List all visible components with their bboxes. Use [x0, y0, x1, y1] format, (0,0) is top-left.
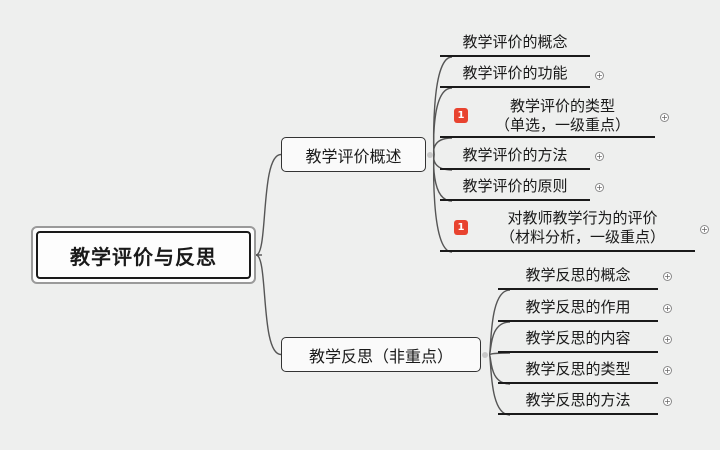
leaf-topic[interactable]: 教学评价的类型 （单选，一级重点）	[440, 95, 655, 138]
leaf-topic-label: 教学反思的内容	[525, 328, 631, 347]
plus-circle-icon[interactable]: +	[700, 225, 709, 234]
collapse-dot-icon[interactable]	[427, 151, 433, 158]
leaf-topic[interactable]: 教学评价的功能	[440, 61, 590, 88]
plus-circle-icon[interactable]: +	[663, 335, 672, 344]
root-topic-label: 教学评价与反思	[36, 231, 251, 279]
plus-circle-icon[interactable]: +	[595, 152, 604, 161]
leaf-topic[interactable]: 教学反思的内容	[498, 325, 658, 353]
leaf-topic-label: 教学评价的原则	[462, 176, 568, 195]
leaf-topic[interactable]: 教学评价的概念	[440, 30, 590, 57]
leaf-topic-label: 教学反思的作用	[525, 297, 631, 316]
priority-1-icon: 1	[454, 108, 468, 123]
branch-topic[interactable]: 教学评价概述	[281, 137, 426, 172]
connector-line	[433, 154, 453, 253]
leaf-topic[interactable]: 教学反思的类型	[498, 356, 658, 384]
leaf-topic-label: 教学评价的功能	[462, 64, 568, 82]
leaf-topic[interactable]: 教学评价的方法	[440, 142, 590, 170]
leaf-topic-label: 教学反思的概念	[525, 265, 631, 284]
connector-line	[255, 254, 282, 356]
leaf-topic[interactable]: 教学评价的原则	[440, 173, 590, 201]
leaf-topic-label: 教学反思的类型	[525, 359, 631, 378]
connector-line	[255, 153, 282, 256]
leaf-topic-label: 教学评价的概念	[462, 33, 568, 51]
plus-circle-icon[interactable]: +	[663, 366, 672, 375]
leaf-topic-label: 对教师教学行为的评价 （材料分析，一级重点）	[499, 209, 665, 246]
connector-line	[488, 321, 511, 356]
plus-circle-icon[interactable]: +	[595, 71, 604, 80]
leaf-topic[interactable]: 教学反思的作用	[498, 294, 658, 322]
connector-line	[488, 352, 511, 356]
collapse-dot-icon[interactable]	[482, 351, 488, 358]
leaf-topic[interactable]: 教学反思的方法	[498, 387, 658, 415]
leaf-topic-label: 教学评价的类型 （单选，一级重点）	[494, 96, 630, 134]
plus-circle-icon[interactable]: +	[663, 272, 672, 281]
branch-topic[interactable]: 教学反思（非重点）	[281, 337, 481, 372]
connector-line	[433, 137, 453, 155]
leaf-topic-label: 教学评价的方法	[462, 145, 568, 164]
plus-circle-icon[interactable]: +	[595, 183, 604, 192]
leaf-topic-label: 教学反思的方法	[525, 390, 631, 409]
leaf-topic[interactable]: 教学反思的概念	[498, 262, 658, 290]
plus-circle-icon[interactable]: +	[663, 304, 672, 313]
leaf-topic[interactable]: 对教师教学行为的评价 （材料分析，一级重点）	[440, 206, 695, 252]
priority-1-icon: 1	[454, 220, 468, 235]
plus-circle-icon[interactable]: +	[663, 397, 672, 406]
root-topic[interactable]: 教学评价与反思	[31, 226, 256, 284]
plus-circle-icon[interactable]: +	[660, 113, 669, 122]
